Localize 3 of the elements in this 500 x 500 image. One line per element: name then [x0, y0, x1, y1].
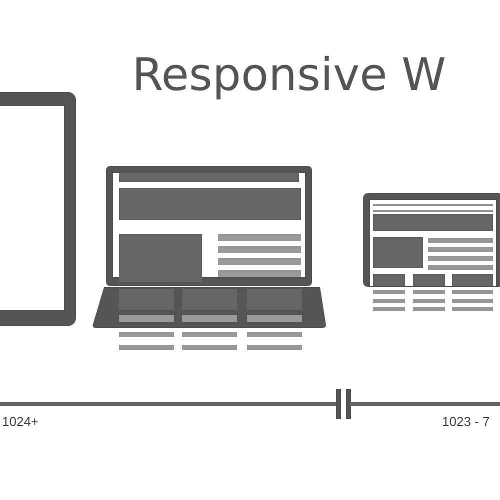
- title: Responsive W: [132, 50, 446, 100]
- range-label: 1023 - 7: [442, 414, 490, 429]
- range-label: 1024+: [2, 414, 39, 429]
